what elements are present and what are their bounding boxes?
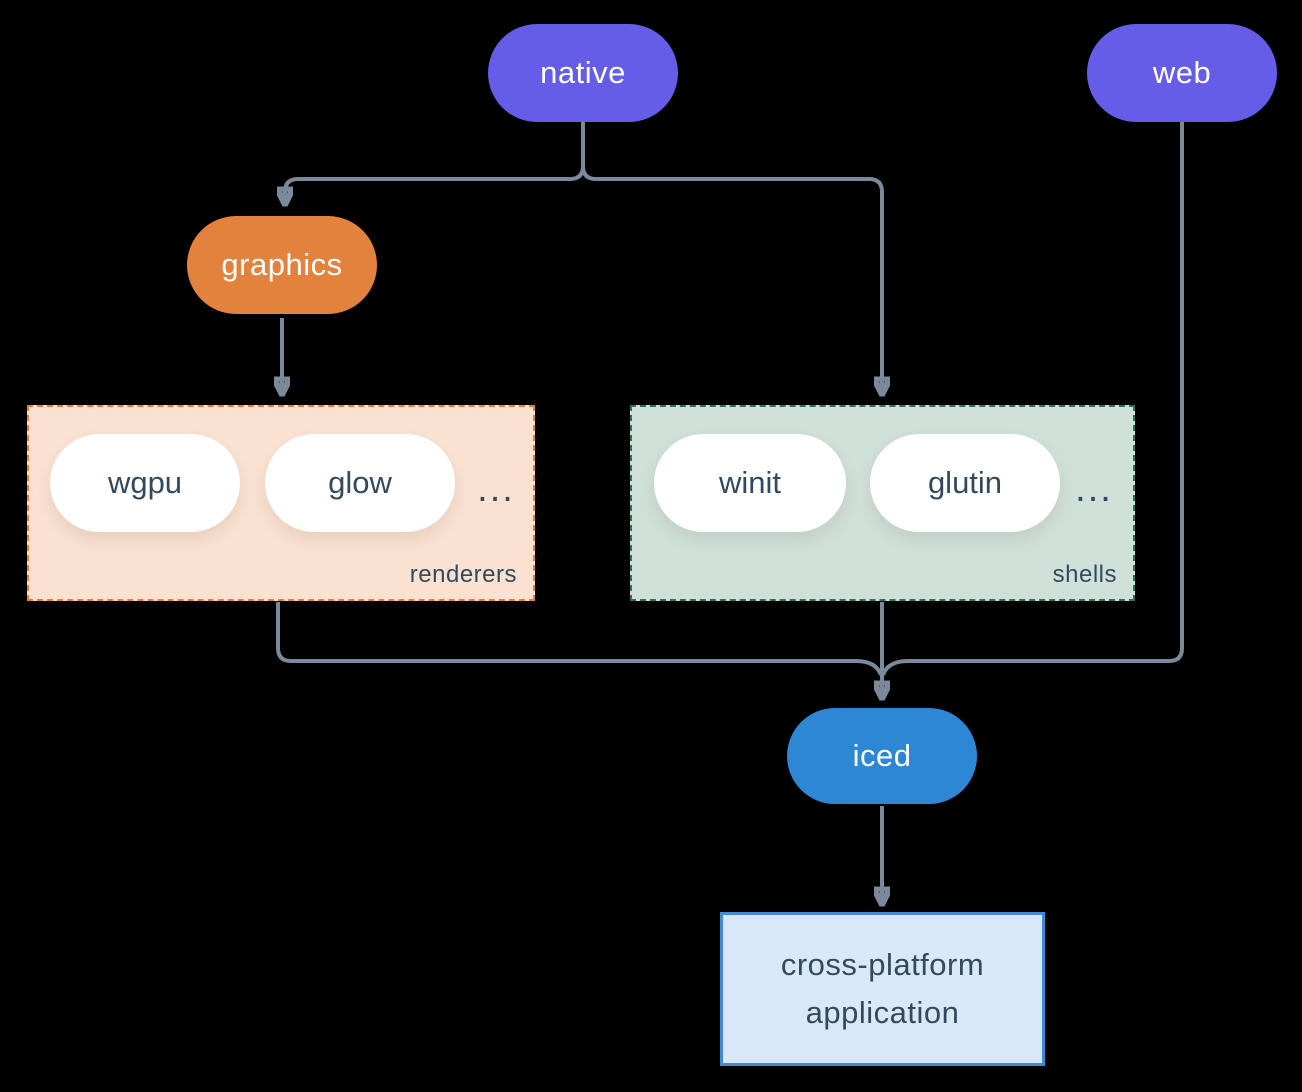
node-wgpu: wgpu [50, 434, 240, 532]
node-native: native [488, 24, 678, 122]
application-label-line2: application [805, 995, 960, 1030]
node-iced-label: iced [852, 738, 912, 773]
node-graphics: graphics [187, 216, 377, 314]
node-glow: glow [265, 434, 455, 532]
application-label-line1: cross-platform [780, 947, 985, 982]
node-graphics-label: graphics [221, 247, 343, 282]
shells-ellipsis: ... [1075, 467, 1113, 510]
group-renderers: wgpu glow ... renderers [27, 405, 535, 601]
node-iced: iced [787, 708, 977, 804]
node-winit-label: winit [718, 465, 781, 500]
node-web-label: web [1152, 55, 1212, 90]
connector-native-to-graphics [285, 122, 585, 198]
connector-renderers-to-merge [276, 602, 883, 676]
node-glow-label: glow [328, 465, 392, 500]
node-wgpu-label: wgpu [107, 465, 183, 500]
node-glutin-label: glutin [927, 465, 1003, 500]
connector-native-to-shells [581, 122, 882, 388]
connector-web-to-merge [881, 122, 1184, 676]
group-shells: winit glutin ... shells [630, 405, 1135, 601]
node-cross-platform-application: cross-platform application [720, 912, 1045, 1066]
node-native-label: native [540, 55, 626, 90]
shells-group-label: shells [1052, 561, 1117, 588]
node-winit: winit [654, 434, 846, 532]
node-web: web [1087, 24, 1277, 122]
renderers-ellipsis: ... [477, 467, 515, 510]
node-glutin: glutin [870, 434, 1060, 532]
renderers-group-label: renderers [409, 561, 517, 588]
